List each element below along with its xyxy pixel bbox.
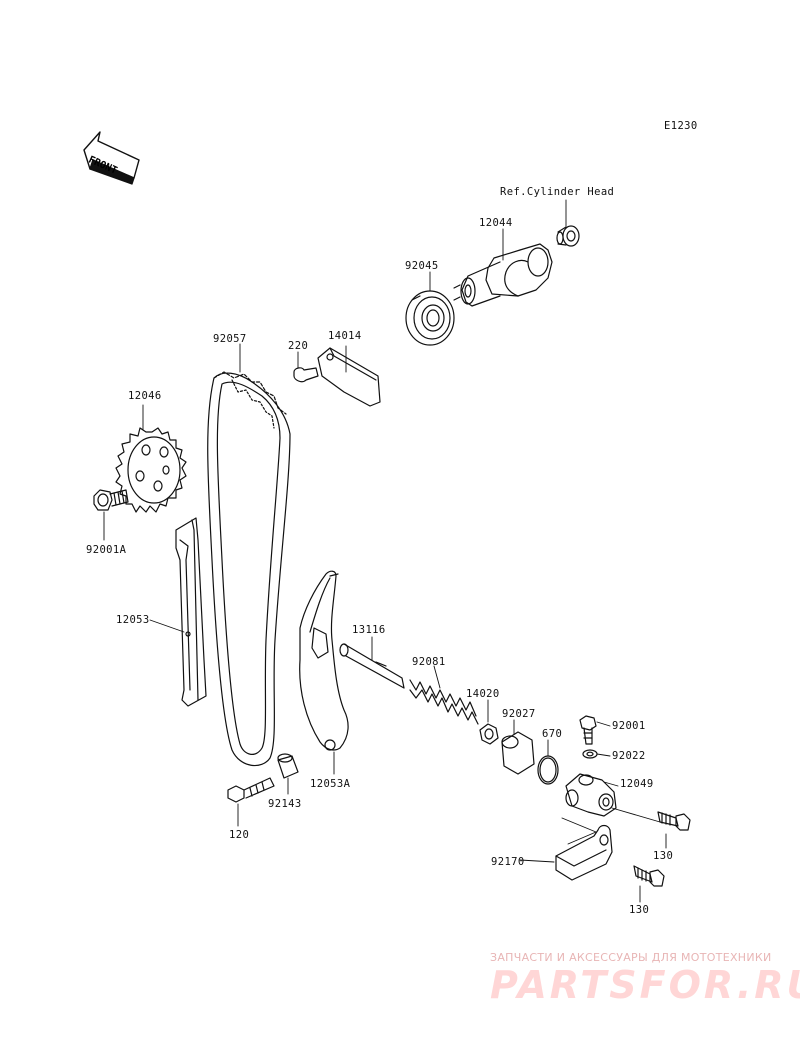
part-label-12049[interactable]: 12049 [620,778,654,790]
part-label-220[interactable]: 220 [288,340,309,352]
o-ring [537,739,559,785]
part-label-92081[interactable]: 92081 [412,656,446,668]
sprocket-bolt [93,489,129,541]
part-label-130-upper[interactable]: 130 [653,850,674,862]
part-label-92057[interactable]: 92057 [213,333,247,345]
part-label-14014[interactable]: 14014 [328,330,362,342]
tensioner-spring [409,665,479,725]
watermark-brand: PARTSFOR.RU [490,963,800,1007]
part-label-120[interactable]: 120 [229,829,250,841]
part-label-13116[interactable]: 13116 [352,624,386,636]
part-label-12053A[interactable]: 12053A [310,778,351,790]
watermark-subtitle: ЗАПЧАСТИ И АКСЕССУАРЫ ДЛЯ МОТОТЕХНИКИ [490,951,772,964]
part-label-12046[interactable]: 12046 [128,390,162,402]
part-label-92001[interactable]: 92001 [612,720,646,732]
part-label-14020[interactable]: 14020 [466,688,500,700]
bolt-120 [227,777,275,827]
part-label-130-lower[interactable]: 130 [629,904,650,916]
timing-chain [207,343,291,767]
tensioner-nut [479,699,499,745]
diagram-code-label: E1230 [664,120,698,132]
part-label-92001A[interactable]: 92001A [86,544,127,556]
part-label-92143[interactable]: 92143 [268,798,302,810]
collar [277,753,299,795]
chain-guide-plate [293,345,381,407]
front-arrow-icon [83,131,140,185]
cam-sprocket [115,404,187,513]
part-label-92027[interactable]: 92027 [502,708,536,720]
bolt-130-lower [633,865,665,903]
part-label-92022[interactable]: 92022 [612,750,646,762]
tensioner-bolt [579,715,611,759]
tensioner-sleeve [501,719,535,775]
part-label-670[interactable]: 670 [542,728,563,740]
bolt-130-upper [657,811,691,849]
reference-note: Ref.Cylinder Head [500,186,615,198]
part-label-12053[interactable]: 12053 [116,614,150,626]
part-label-12044[interactable]: 12044 [479,217,513,229]
part-label-92045[interactable]: 92045 [405,260,439,272]
front-chain-guide [149,517,207,707]
guard-bracket [519,824,613,881]
tensioner-guide [299,570,349,775]
tensioner-body [565,773,619,817]
tensioner-pin [339,636,405,689]
camshaft-assembly [405,199,580,346]
part-label-92170[interactable]: 92170 [491,856,525,868]
